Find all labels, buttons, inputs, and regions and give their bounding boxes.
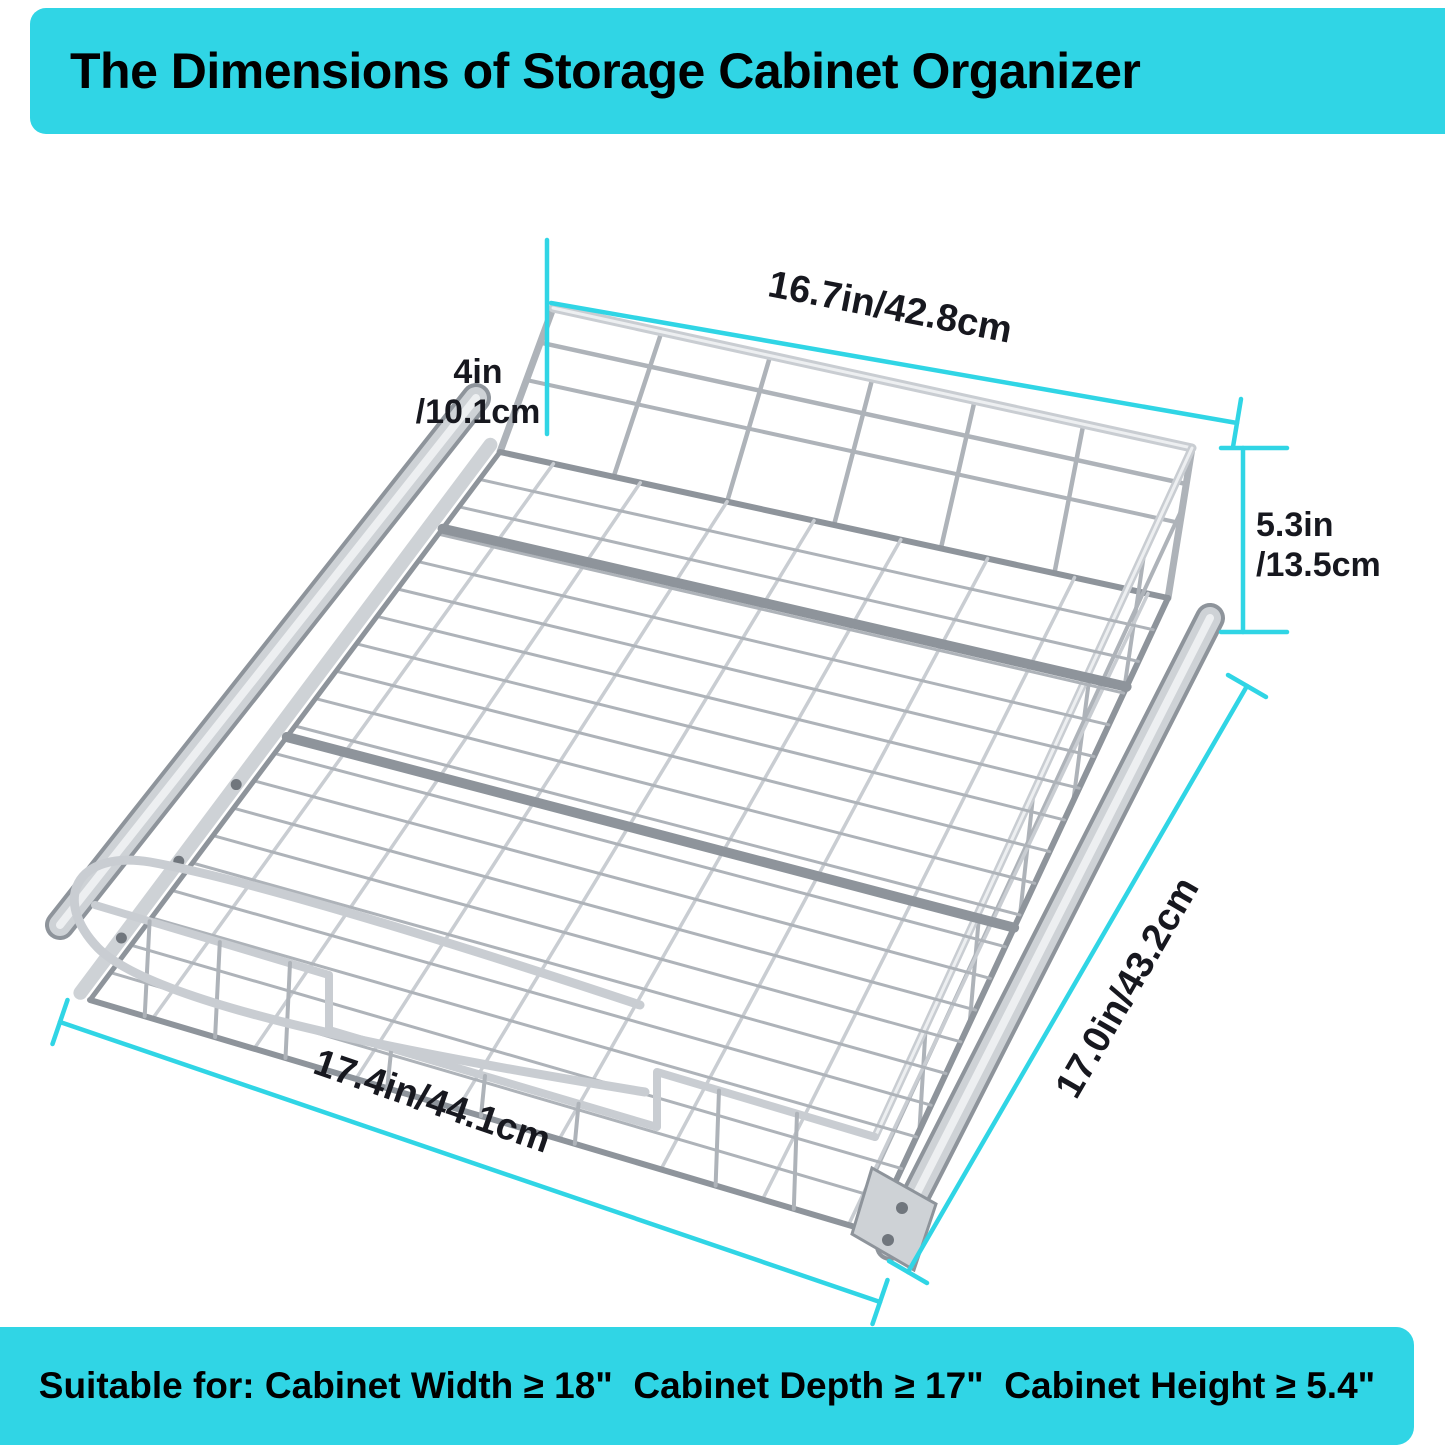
wire-basket: [45, 303, 1225, 1273]
footer-banner: Suitable for: Cabinet Width ≥ 18" Cabine…: [0, 1327, 1414, 1445]
dimension-label-rail-extension-line2: /10.1cm: [415, 393, 541, 431]
dimension-label-rail-extension: 4in /10.1cm: [416, 352, 541, 432]
dimension-lines: [50, 237, 1290, 1327]
dimension-label-side-height: 5.3in /13.5cm: [1256, 505, 1381, 585]
compatibility-note: Suitable for: Cabinet Width ≥ 18" Cabine…: [38, 1365, 1376, 1406]
dimension-label-rail-extension-line1: 4in: [453, 352, 503, 391]
page-title: The Dimensions of Storage Cabinet Organi…: [70, 43, 1141, 99]
header-banner: The Dimensions of Storage Cabinet Organi…: [30, 8, 1445, 134]
dimension-label-side-height-line2: /13.5cm: [1256, 546, 1381, 584]
dimension-label-side-height-line1: 5.3in: [1256, 505, 1334, 544]
